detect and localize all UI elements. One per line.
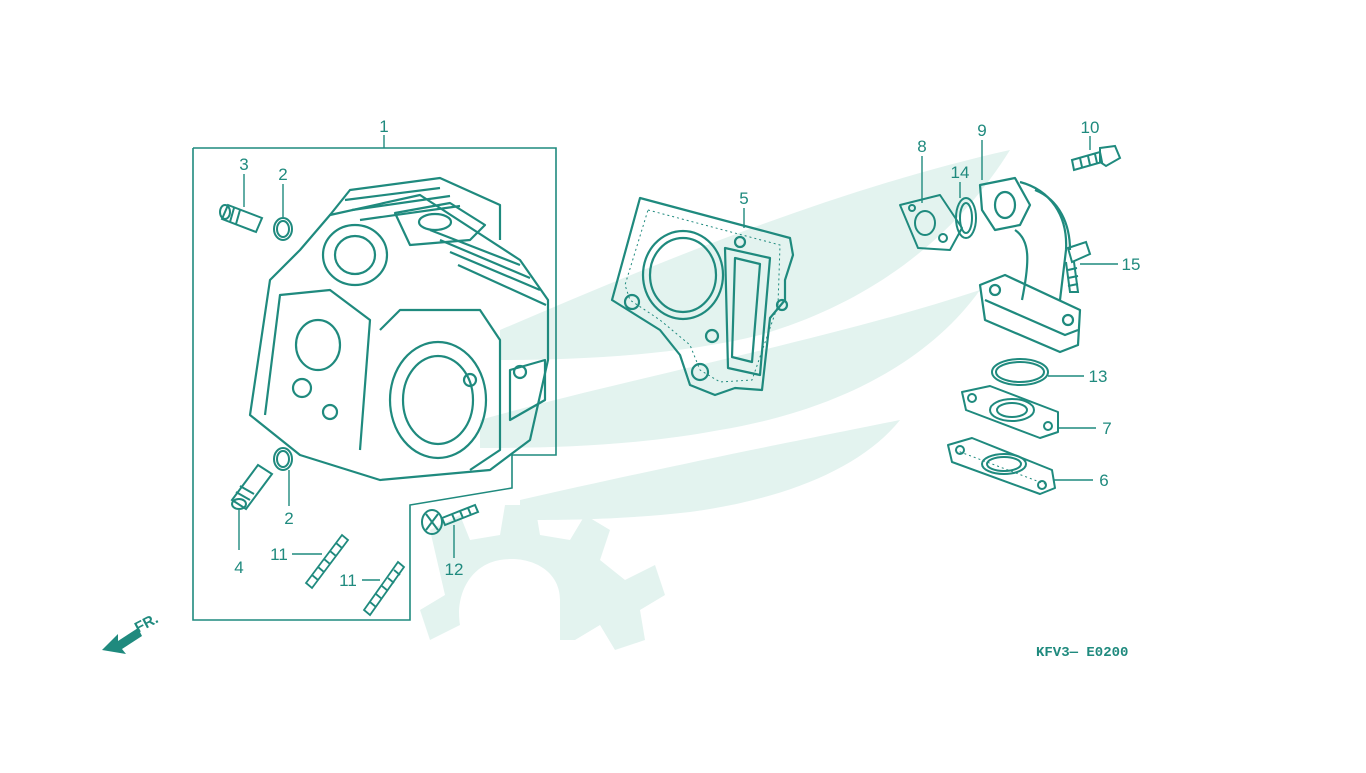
drawing-code: KFV3— E0200 bbox=[1036, 645, 1128, 661]
callout-14: 14 bbox=[951, 163, 970, 182]
callout-3: 3 bbox=[239, 155, 248, 174]
pipe-bolt-upper bbox=[1070, 144, 1122, 172]
cylinder-head bbox=[248, 176, 550, 482]
dowel-pin-upper bbox=[219, 203, 264, 234]
callout-9: 9 bbox=[977, 121, 986, 140]
leader-lines bbox=[238, 135, 1118, 581]
assembly-frame-outline bbox=[192, 147, 557, 621]
callout-labels: 1 2 2 3 4 5 6 7 8 9 10 11 11 12 13 14 15 bbox=[234, 117, 1140, 590]
callout-11-left: 11 bbox=[270, 545, 288, 564]
intake-gasket-ring bbox=[991, 358, 1049, 386]
stud-bolt-right bbox=[362, 560, 406, 617]
callout-10: 10 bbox=[1081, 118, 1100, 137]
o-ring-lower bbox=[273, 447, 293, 471]
callout-12: 12 bbox=[445, 560, 464, 579]
watermark-gear bbox=[420, 505, 665, 650]
callout-11-right: 11 bbox=[339, 571, 357, 590]
callout-4: 4 bbox=[234, 558, 243, 577]
callout-5: 5 bbox=[739, 189, 748, 208]
watermark-wing-lower bbox=[520, 420, 900, 520]
stud-bolt-left bbox=[304, 533, 350, 590]
head-gasket bbox=[610, 196, 795, 397]
carburetor-gasket bbox=[947, 437, 1056, 495]
dowel-pin-lower bbox=[230, 463, 274, 511]
o-ring-insulator bbox=[955, 197, 977, 239]
front-direction-indicator: FR. bbox=[102, 610, 161, 654]
callout-7: 7 bbox=[1102, 419, 1111, 438]
callout-1: 1 bbox=[379, 117, 388, 136]
callout-6: 6 bbox=[1099, 471, 1108, 490]
intake-pipe bbox=[978, 176, 1082, 354]
callout-15: 15 bbox=[1122, 255, 1141, 274]
callout-2-upper: 2 bbox=[278, 165, 287, 184]
watermark-logo bbox=[420, 150, 1010, 650]
assembly-frame bbox=[192, 147, 557, 621]
intake-flange bbox=[961, 385, 1059, 439]
intake-insulator bbox=[899, 194, 963, 251]
o-ring-upper bbox=[273, 217, 293, 241]
pipe-bolt-side bbox=[1065, 240, 1092, 293]
flange-bolt bbox=[421, 503, 480, 535]
callout-2-lower: 2 bbox=[284, 509, 293, 528]
front-arrow-icon bbox=[102, 628, 142, 654]
callout-8: 8 bbox=[917, 137, 926, 156]
callout-13: 13 bbox=[1089, 367, 1108, 386]
